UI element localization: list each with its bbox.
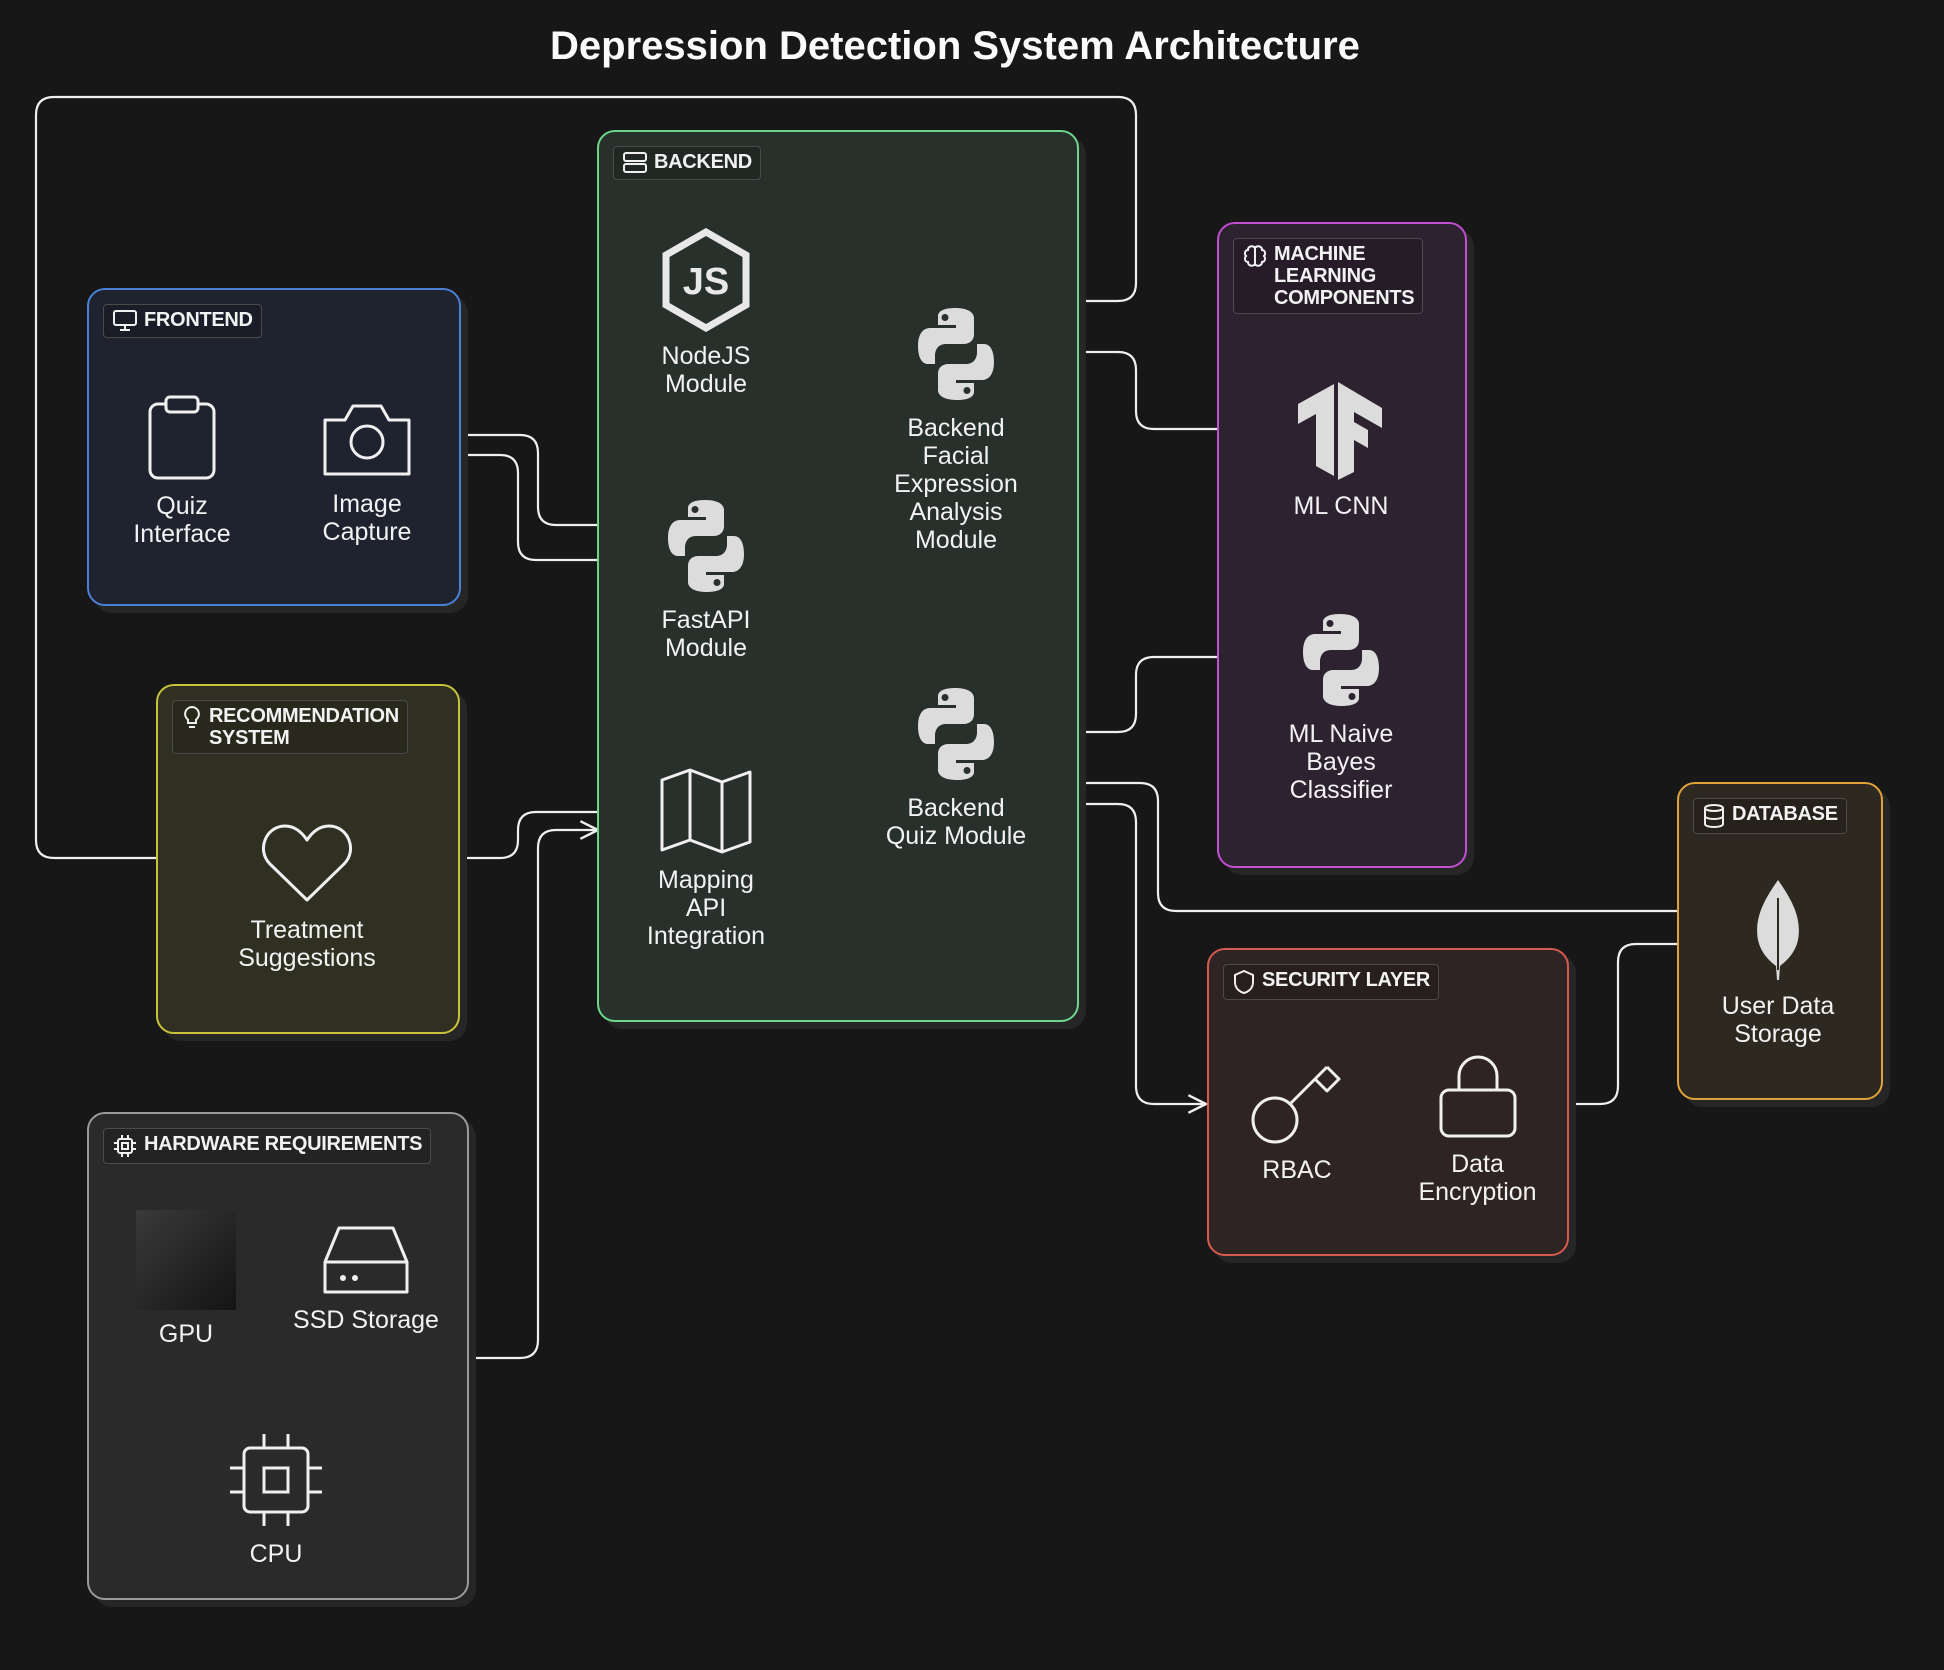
ml-group: MACHINE LEARNING COMPONENTS xyxy=(1217,222,1467,868)
edge-backend-to-treatment xyxy=(34,95,1138,858)
leaf-icon xyxy=(1757,880,1799,980)
edge-frontend-to-fastapi xyxy=(458,453,656,560)
security-label: SECURITY LAYER xyxy=(1223,964,1440,1000)
edge-hardware-to-mapping xyxy=(466,830,598,1360)
security-group: SECURITY LAYER xyxy=(1207,948,1569,1256)
treatment-suggestions-node[interactable]: Treatment Suggestions xyxy=(217,820,397,972)
edge-treatment-to-mapping xyxy=(356,812,656,860)
edge-backend-to-storage xyxy=(1076,781,1726,911)
quiz-module-node[interactable]: Backend Quiz Module xyxy=(871,684,1041,850)
frontend-label: FRONTEND xyxy=(103,304,262,338)
user-data-storage-node[interactable]: User Data Storage xyxy=(1708,878,1848,1048)
backend-group: BACKEND xyxy=(597,130,1079,1022)
database-label: DATABASE xyxy=(1693,798,1847,834)
recommendation-group: RECOMMENDATION SYSTEM xyxy=(156,684,460,1034)
ml-label: MACHINE LEARNING COMPONENTS xyxy=(1233,238,1424,314)
hard-drive-icon xyxy=(323,1226,409,1294)
chip-icon xyxy=(114,1135,136,1157)
edge-facial-to-cnn xyxy=(1006,350,1292,429)
nodejs-icon: JS xyxy=(662,228,750,332)
clipboard-icon xyxy=(148,395,216,480)
fastapi-module-node[interactable]: FastAPI Module xyxy=(636,496,776,662)
tensorflow-icon xyxy=(1298,382,1382,480)
map-icon xyxy=(660,768,752,854)
edge-quiz-to-naivebayes xyxy=(1006,657,1292,734)
rbac-node[interactable]: RBAC xyxy=(1232,1050,1362,1184)
python-icon xyxy=(668,500,744,592)
monitor-icon xyxy=(113,310,137,331)
python-icon xyxy=(1303,614,1379,706)
shield-icon xyxy=(1234,969,1254,995)
hardware-group: HARDWARE REQUIREMENTS xyxy=(87,1112,469,1600)
ml-cnn-node[interactable]: ML CNN xyxy=(1266,380,1416,520)
edge-capture-to-fastapi xyxy=(416,433,656,525)
quiz-interface-node[interactable]: Quiz Interface xyxy=(112,394,252,548)
backend-label: BACKEND xyxy=(613,146,761,180)
camera-icon xyxy=(323,404,411,476)
edge-security-to-storage xyxy=(1566,944,1726,1106)
cpu-node[interactable]: CPU xyxy=(216,1430,336,1568)
brain-icon xyxy=(1243,245,1267,267)
edge-backend-to-rbac xyxy=(1076,802,1206,1104)
data-encryption-node[interactable]: Data Encryption xyxy=(1400,1052,1555,1206)
key-icon xyxy=(1251,1065,1341,1144)
mapping-api-node[interactable]: Mapping API Integration xyxy=(636,766,776,950)
lock-icon xyxy=(1439,1055,1516,1138)
nodejs-module-node[interactable]: JS NodeJS Module xyxy=(636,228,776,398)
svg-text:JS: JS xyxy=(683,261,729,303)
server-icon xyxy=(623,152,647,173)
lightbulb-icon xyxy=(184,705,200,728)
diagram-title: Depression Detection System Architecture xyxy=(550,24,1360,68)
gpu-node[interactable]: GPU xyxy=(126,1210,246,1348)
recommendation-label: RECOMMENDATION SYSTEM xyxy=(172,700,408,754)
hardware-label: HARDWARE REQUIREMENTS xyxy=(103,1128,432,1164)
ml-naive-bayes-node[interactable]: ML Naive Bayes Classifier xyxy=(1256,610,1426,804)
database-icon xyxy=(1704,804,1724,829)
cpu-chip-icon xyxy=(230,1434,322,1526)
facial-analysis-module-node[interactable]: Backend Facial Expression Analysis Modul… xyxy=(871,304,1041,554)
python-icon xyxy=(918,308,994,400)
heart-icon xyxy=(261,824,353,902)
image-capture-node[interactable]: Image Capture xyxy=(297,396,437,546)
gpu-icon xyxy=(136,1210,236,1310)
python-icon xyxy=(918,688,994,780)
ssd-storage-node[interactable]: SSD Storage xyxy=(286,1224,446,1334)
